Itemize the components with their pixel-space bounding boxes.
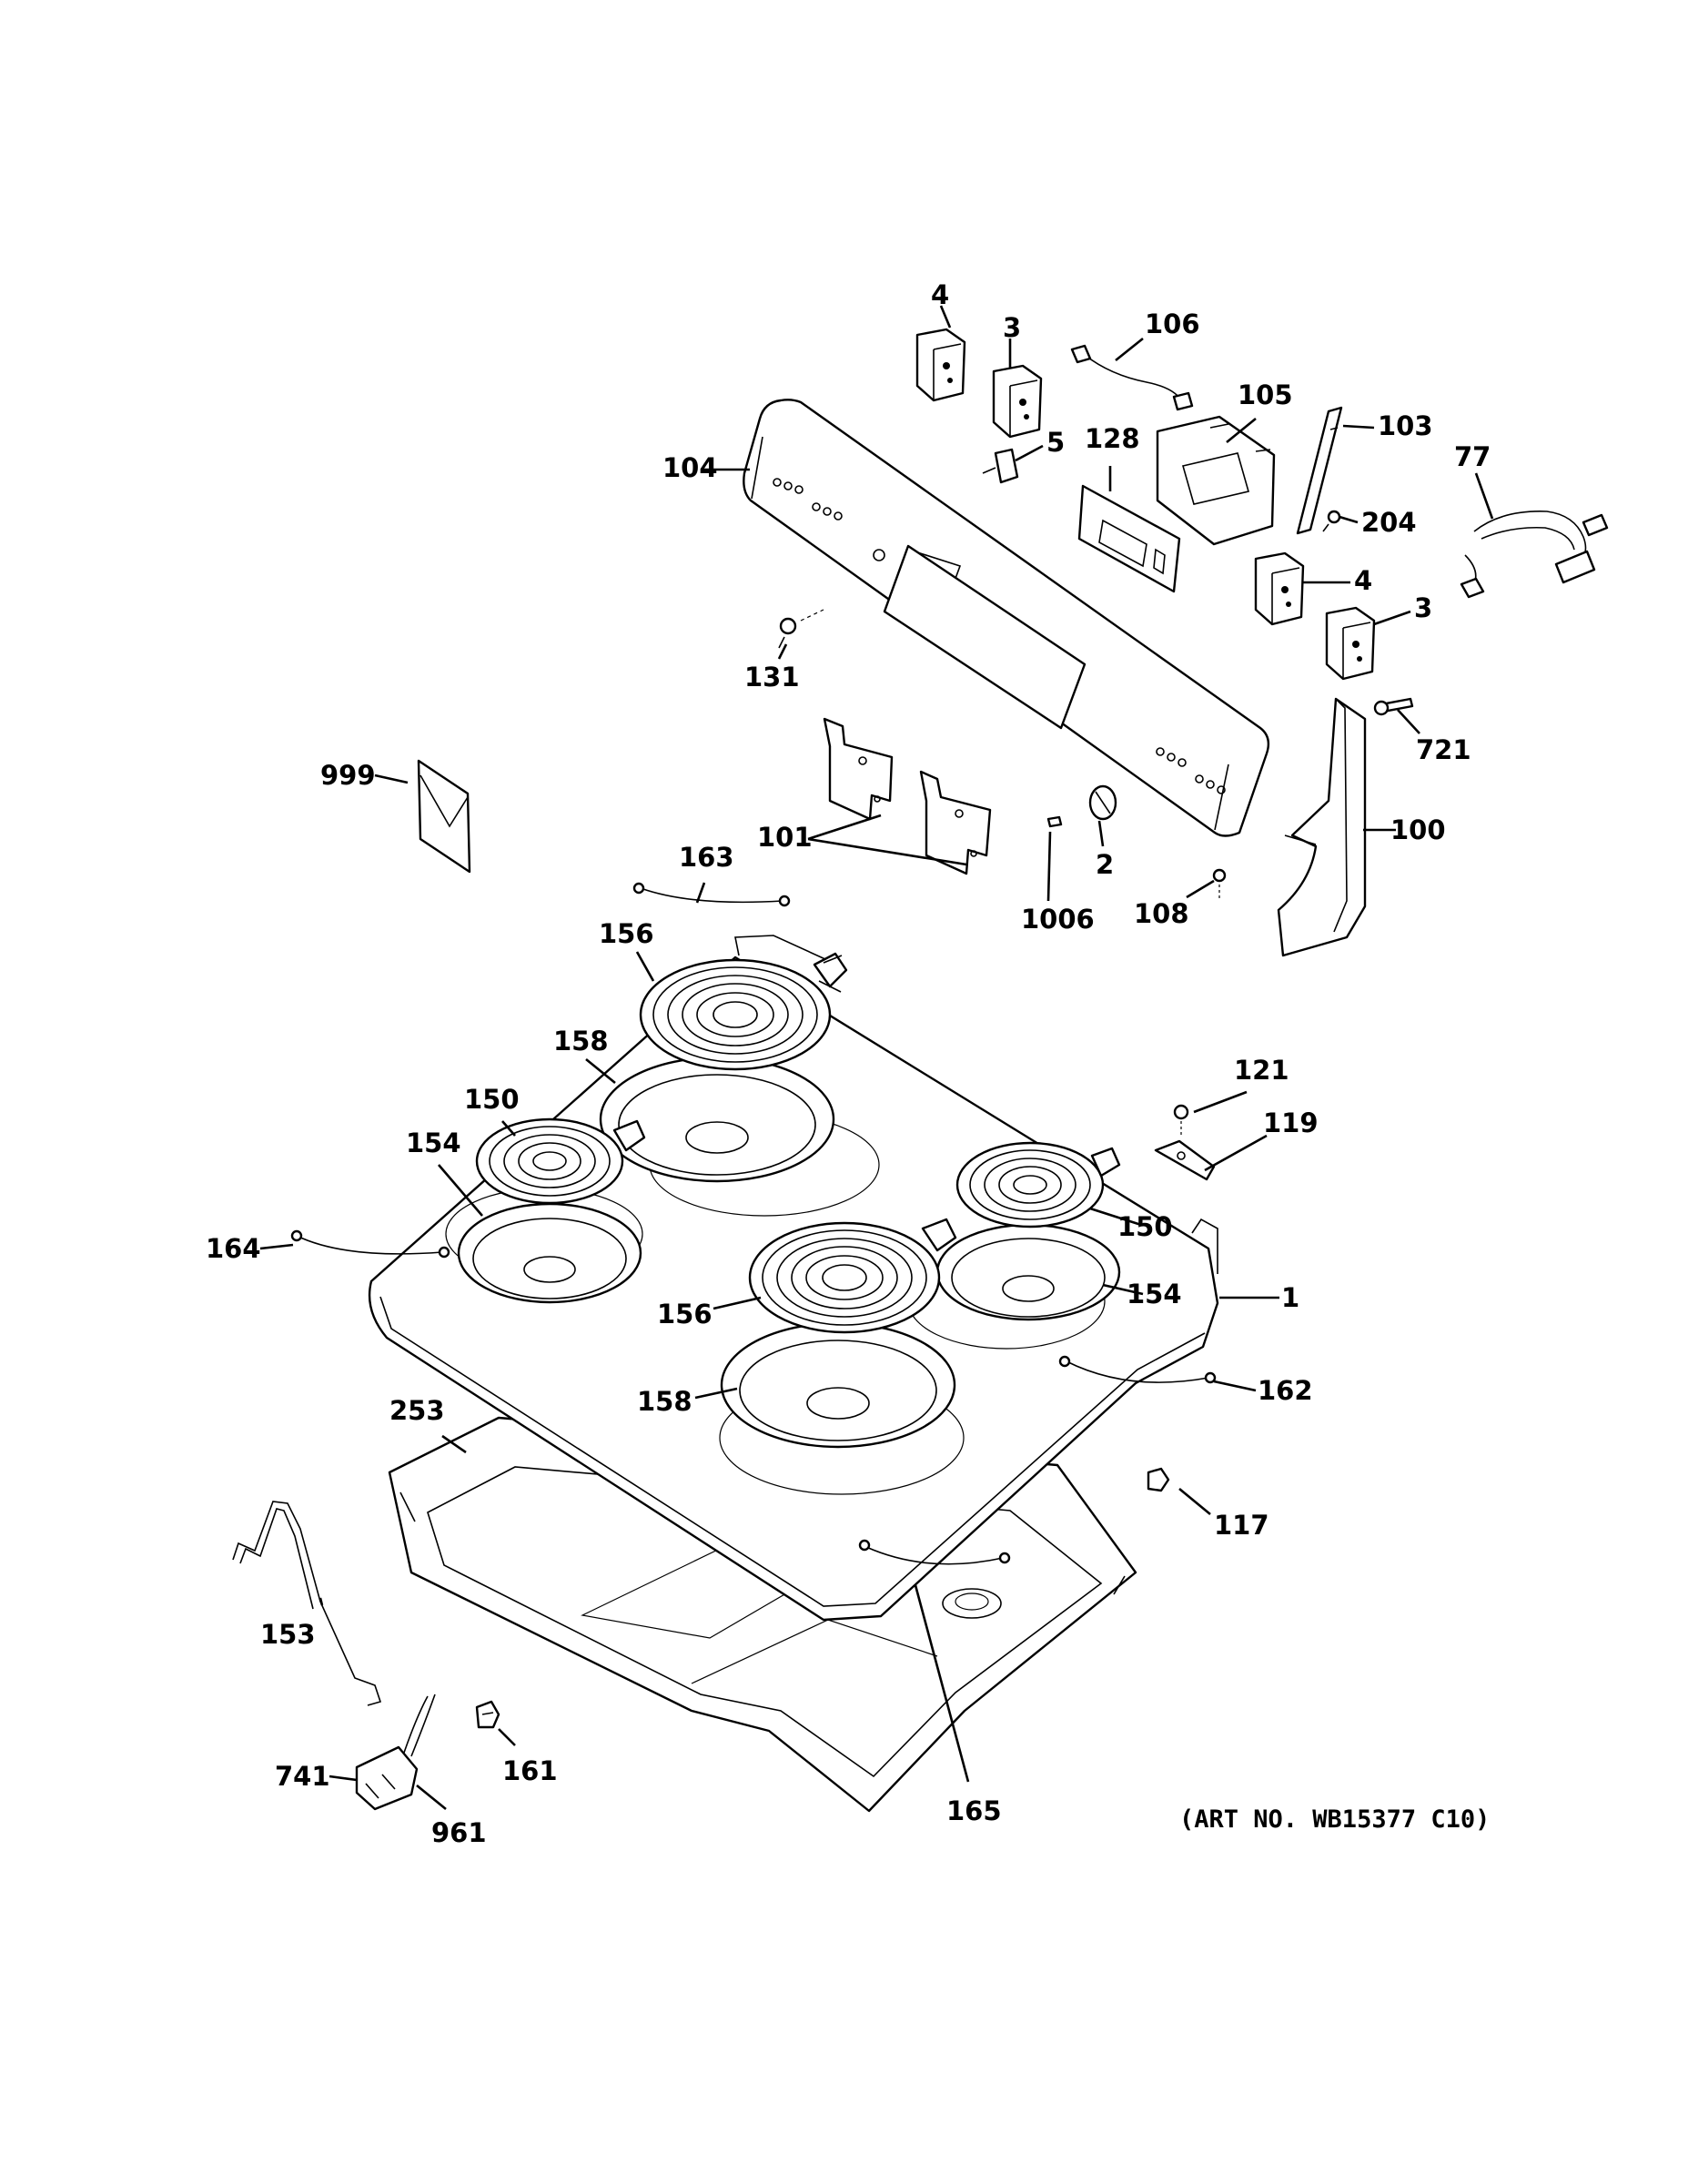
wire-162 xyxy=(1058,1355,1217,1384)
callout-741: 741 xyxy=(275,1761,330,1792)
infinite-switch-top-left xyxy=(915,328,966,402)
switch-small-5 xyxy=(982,448,1019,484)
wire-harness-77 xyxy=(1460,511,1609,599)
nut-117 xyxy=(1147,1467,1170,1492)
surface-unit-small-right xyxy=(955,1141,1121,1228)
callout-131: 131 xyxy=(744,662,800,693)
control-panel-backsplash xyxy=(743,399,1270,837)
surface-unit-large-rear xyxy=(639,952,848,1071)
callout-156-front: 156 xyxy=(657,1299,713,1330)
callout-4-mid: 4 xyxy=(1354,565,1372,596)
wire-163 xyxy=(632,882,791,907)
terminal-block-741 xyxy=(355,1694,436,1811)
callout-158-rear: 158 xyxy=(553,1026,609,1057)
infinite-switch-mid-3 xyxy=(1325,606,1376,681)
callout-5: 5 xyxy=(1046,427,1065,458)
callout-106: 106 xyxy=(1145,308,1200,339)
screw-131 xyxy=(778,609,824,649)
surface-unit-small-left xyxy=(475,1117,646,1205)
callout-labels: 4 3 106 105 103 77 5 128 104 204 4 3 131… xyxy=(206,279,1491,1848)
literature-999 xyxy=(417,759,471,874)
callout-961: 961 xyxy=(431,1817,487,1848)
drip-pan-large-rear xyxy=(599,1056,835,1183)
callout-154-left: 154 xyxy=(406,1127,461,1158)
callout-999: 999 xyxy=(320,760,376,791)
end-cap-right xyxy=(1277,697,1367,957)
drip-pan-large-front xyxy=(720,1321,956,1449)
drip-pan-small-left xyxy=(457,1202,642,1304)
callout-164: 164 xyxy=(206,1233,261,1264)
callout-153: 153 xyxy=(260,1619,316,1650)
drip-pan-small-right xyxy=(935,1223,1121,1321)
wire-164 xyxy=(290,1229,450,1259)
callout-3-mid: 3 xyxy=(1414,592,1432,623)
screw-721 xyxy=(1373,697,1414,716)
callout-108: 108 xyxy=(1134,898,1189,929)
bracket-119 xyxy=(1154,1139,1216,1181)
infinite-switch-top-right xyxy=(992,364,1043,439)
knob-2 xyxy=(1088,784,1117,821)
wire-165 xyxy=(858,1539,1011,1565)
callout-204: 204 xyxy=(1361,507,1417,538)
callout-165: 165 xyxy=(946,1795,1002,1826)
callout-158-front: 158 xyxy=(637,1386,692,1417)
callout-117: 117 xyxy=(1214,1510,1269,1541)
callout-2: 2 xyxy=(1096,849,1114,880)
clock-control-board xyxy=(1156,415,1276,546)
callout-253: 253 xyxy=(389,1395,445,1426)
callout-154-right: 154 xyxy=(1127,1279,1182,1309)
surface-unit-large-front xyxy=(748,1218,957,1334)
rod-153 xyxy=(232,1501,382,1706)
callout-721: 721 xyxy=(1416,734,1471,765)
infinite-switch-mid-4 xyxy=(1254,551,1305,626)
overlay-128 xyxy=(1077,484,1181,593)
bracket-103 xyxy=(1296,406,1343,535)
callout-100: 100 xyxy=(1390,814,1446,845)
callout-128: 128 xyxy=(1085,423,1140,454)
wire-harness-106 xyxy=(1070,344,1194,411)
callout-3-top: 3 xyxy=(1003,312,1021,343)
screw-108 xyxy=(1212,868,1227,899)
callout-150-left: 150 xyxy=(464,1084,520,1115)
callout-161: 161 xyxy=(502,1755,558,1786)
callout-162: 162 xyxy=(1258,1375,1313,1406)
callout-163: 163 xyxy=(679,842,734,873)
callout-119: 119 xyxy=(1263,1107,1319,1138)
callout-103: 103 xyxy=(1378,410,1433,441)
callout-105: 105 xyxy=(1238,379,1293,410)
art-number: (ART NO. WB15377 C10) xyxy=(1179,1805,1490,1834)
bracket-101-left xyxy=(823,717,894,821)
callout-150-right: 150 xyxy=(1117,1211,1173,1242)
screw-204 xyxy=(1322,510,1341,532)
leader-lines xyxy=(259,305,1494,1811)
callout-156-rear: 156 xyxy=(599,918,654,949)
screw-1006 xyxy=(1046,815,1063,828)
callout-1006: 1006 xyxy=(1021,904,1095,935)
callout-1: 1 xyxy=(1281,1282,1299,1313)
bracket-101-right xyxy=(919,770,992,875)
clip-161 xyxy=(475,1700,500,1729)
callout-77: 77 xyxy=(1454,441,1491,472)
screw-121 xyxy=(1173,1104,1189,1136)
callout-4-top: 4 xyxy=(931,279,949,310)
callout-101: 101 xyxy=(757,822,813,853)
callout-104: 104 xyxy=(662,452,718,483)
callout-121: 121 xyxy=(1234,1055,1289,1086)
